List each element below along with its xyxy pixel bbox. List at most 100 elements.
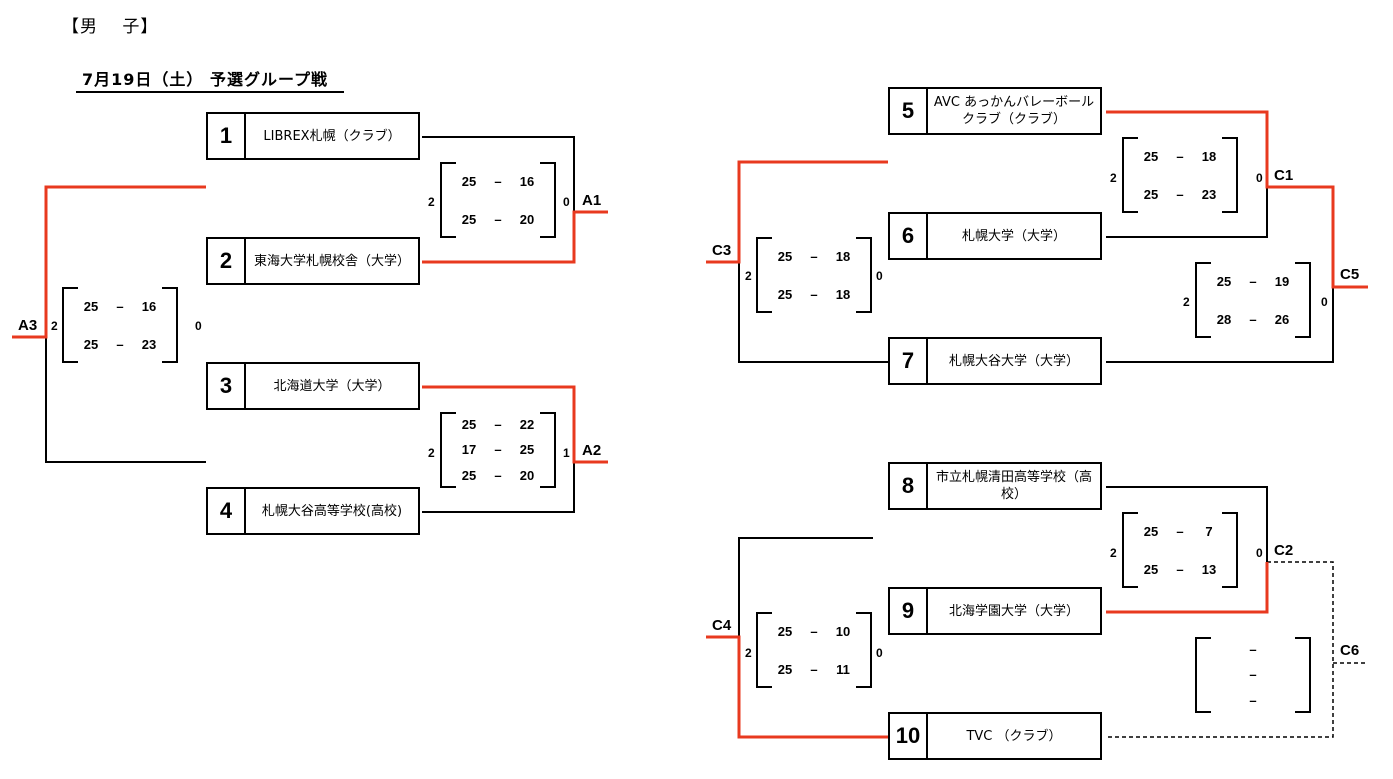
set-score-right: 7 xyxy=(1205,523,1213,539)
team-box: 3 北海道大学（大学） xyxy=(206,362,420,410)
set-score-left: 25 xyxy=(1143,561,1159,577)
set-row: 25–18 xyxy=(772,287,856,302)
sets-won-right: 0 xyxy=(876,646,883,660)
set-score-right: 11 xyxy=(836,661,850,677)
team-box: 10 TVC （クラブ） xyxy=(888,712,1102,760)
set-dash: – xyxy=(1249,311,1257,327)
team-name: 北海学園大学（大学） xyxy=(948,603,1079,619)
set-row: 28–26 xyxy=(1211,312,1295,327)
team-name: 札幌大谷大学（大学） xyxy=(948,353,1079,369)
bracket-right xyxy=(1222,137,1238,213)
match-code-c6: C6 xyxy=(1340,642,1360,659)
team-seed: 9 xyxy=(890,589,928,633)
team-seed: 5 xyxy=(890,89,928,133)
set-dash: – xyxy=(494,211,502,227)
set-dash: – xyxy=(494,467,502,483)
sets-won-left: 2 xyxy=(1183,295,1190,309)
set-score-right xyxy=(1269,693,1295,708)
set-score-left xyxy=(1211,642,1237,657)
set-row: 25–20 xyxy=(456,468,540,483)
set-dash: – xyxy=(1176,186,1184,202)
section-title: 【男 子】 xyxy=(62,17,159,37)
team-name: 北海道大学（大学） xyxy=(273,378,391,394)
bracket-left xyxy=(440,162,456,238)
set-row: 25–11 xyxy=(772,662,856,677)
set-score-right xyxy=(1269,642,1295,657)
sets-won-right: 0 xyxy=(1256,546,1263,560)
set-row: 25–16 xyxy=(78,299,162,314)
bracket-left xyxy=(1195,637,1211,713)
sets-won-left: 2 xyxy=(1110,546,1117,560)
team-name: LIBREX札幌（クラブ） xyxy=(263,128,401,144)
set-score-left: 25 xyxy=(83,336,99,352)
team-box: 6 札幌大学（大学） xyxy=(888,212,1102,260)
team-box: 1 LIBREX札幌（クラブ） xyxy=(206,112,420,160)
set-score-right: 10 xyxy=(835,623,851,639)
team-seed: 3 xyxy=(208,364,246,408)
set-score-left: 25 xyxy=(1143,523,1159,539)
set-score-right: 23 xyxy=(141,336,157,352)
bracket-right xyxy=(1295,637,1311,713)
set-row: – xyxy=(1211,693,1295,708)
set-row: 25–10 xyxy=(772,624,856,639)
set-dash: – xyxy=(1249,273,1257,289)
set-dash: – xyxy=(1249,692,1257,708)
set-row: 25–23 xyxy=(78,337,162,352)
set-row: 25 – 7 xyxy=(1138,524,1222,539)
bracket-left xyxy=(440,412,456,488)
sets-won-right: 0 xyxy=(1321,295,1328,309)
set-score-right: 18 xyxy=(1201,148,1217,164)
line-a3-lower xyxy=(45,337,206,463)
bracket-right xyxy=(856,237,872,313)
set-dash: – xyxy=(810,661,818,677)
bracket-right xyxy=(540,162,556,238)
set-dash: – xyxy=(116,298,124,314)
set-row: 25–19 xyxy=(1211,274,1295,289)
sets-won-right: 0 xyxy=(876,269,883,283)
set-score-left: 17 xyxy=(461,442,477,458)
winner-line-c2 xyxy=(1106,562,1269,614)
set-score-right: 20 xyxy=(519,467,535,483)
set-row: – xyxy=(1211,667,1295,682)
set-row: – xyxy=(1211,642,1295,657)
line-team1-a1 xyxy=(422,136,575,212)
bracket-right xyxy=(1222,512,1238,588)
set-score-right: 20 xyxy=(519,211,535,227)
set-row: 25–13 xyxy=(1138,562,1222,577)
line-team7-c5 xyxy=(1106,287,1334,363)
set-score-left: 25 xyxy=(461,211,477,227)
set-score-right: 13 xyxy=(1201,561,1217,577)
winner-line-a1 xyxy=(422,210,608,264)
sets-won-left: 2 xyxy=(428,446,435,460)
team-name: 東海大学札幌校舎（大学） xyxy=(253,253,410,269)
set-row: 17–25 xyxy=(456,442,540,457)
team-name: 市立札幌清田高等学校（高校） xyxy=(935,470,1092,502)
team-box: 5 AVC あっかんバレーボールクラブ（クラブ） xyxy=(888,87,1102,135)
set-score-left: 25 xyxy=(461,173,477,189)
set-score-right: 25 xyxy=(519,442,535,458)
bracket-left xyxy=(756,237,772,313)
set-score-left: 25 xyxy=(83,298,99,314)
sets-won-left: 2 xyxy=(745,269,752,283)
sets-won-right: 0 xyxy=(1256,171,1263,185)
set-score-left xyxy=(1211,667,1237,682)
set-dash: – xyxy=(1176,523,1184,539)
winner-line-a2 xyxy=(422,385,608,464)
set-score-left: 25 xyxy=(1216,273,1232,289)
set-score-left: 25 xyxy=(461,417,477,433)
set-dash: – xyxy=(810,286,818,302)
sets-won-left: 2 xyxy=(745,646,752,660)
bracket-left xyxy=(1195,262,1211,338)
set-scores: – – – xyxy=(1209,637,1297,713)
bracket-right xyxy=(1295,262,1311,338)
